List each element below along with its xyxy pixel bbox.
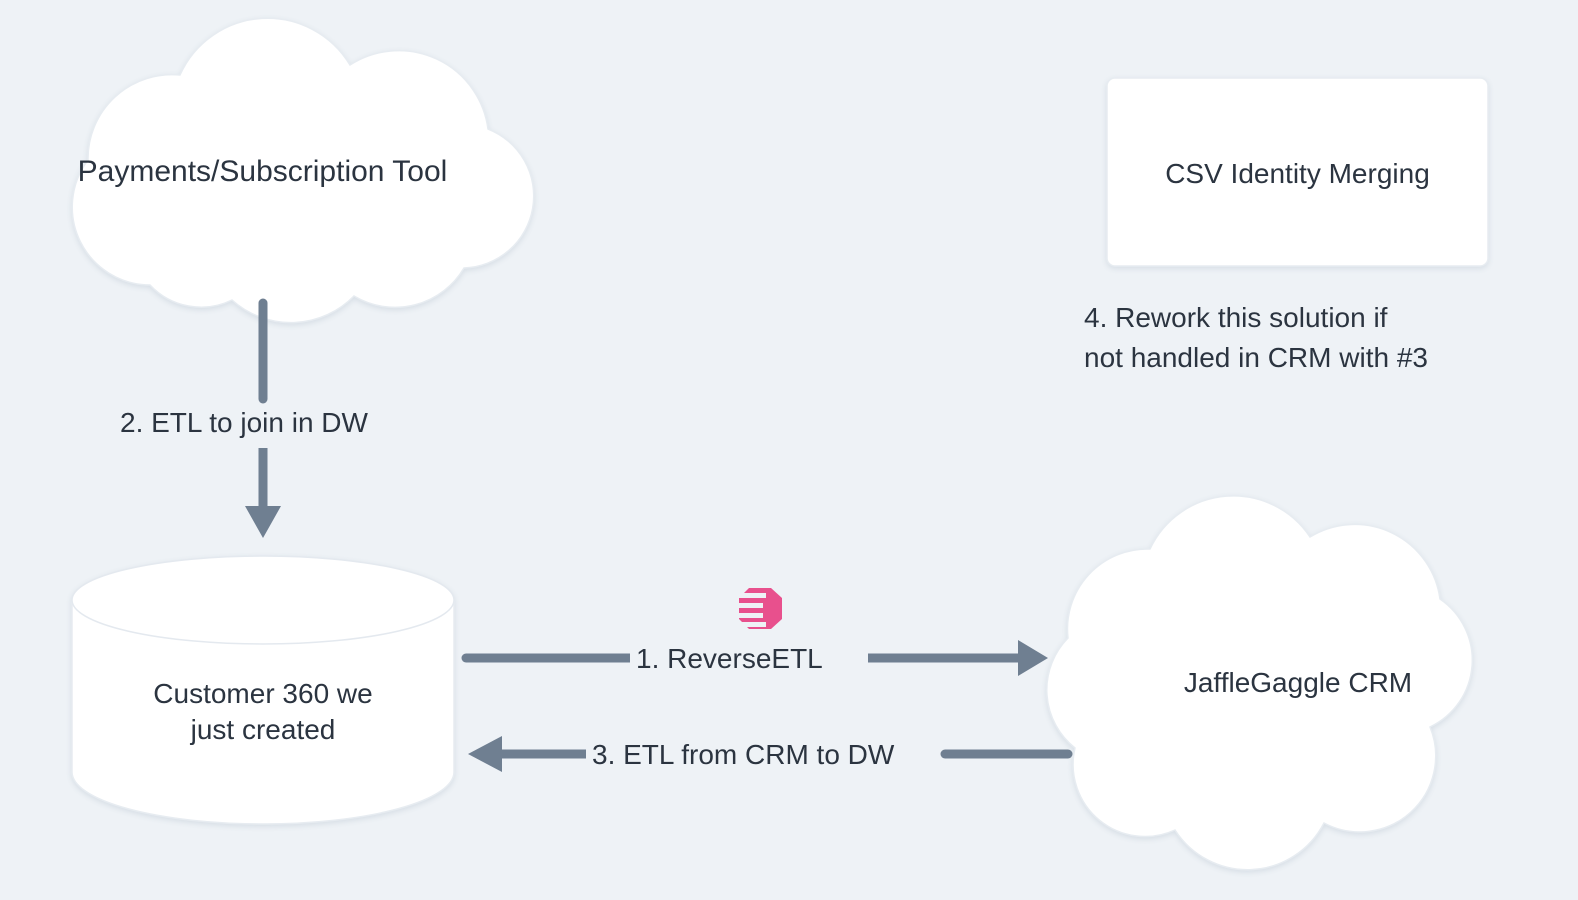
node-customer-360-shape[interactable] [71,555,455,825]
edge-reverse-etl-line[interactable] [461,640,1048,676]
node-jafflegaggle-crm-shape[interactable] [1046,495,1474,871]
node-csv-identity-merging-shape[interactable] [1106,77,1489,267]
edge-etl-from-crm-line[interactable] [468,736,1073,772]
edge-etl-join-dw-line[interactable] [245,298,281,538]
hightouch-logo-icon [737,588,782,629]
edge-etl-join-dw-label: 2. ETL to join in DW [114,405,374,442]
edge-reverse-etl-label: 1. ReverseETL [630,641,829,678]
note-rework-text: 4. Rework this solution if not handled i… [1084,302,1428,373]
node-payments-tool-shape[interactable] [71,17,535,324]
edge-etl-from-crm-label: 3. ETL from CRM to DW [586,737,901,774]
